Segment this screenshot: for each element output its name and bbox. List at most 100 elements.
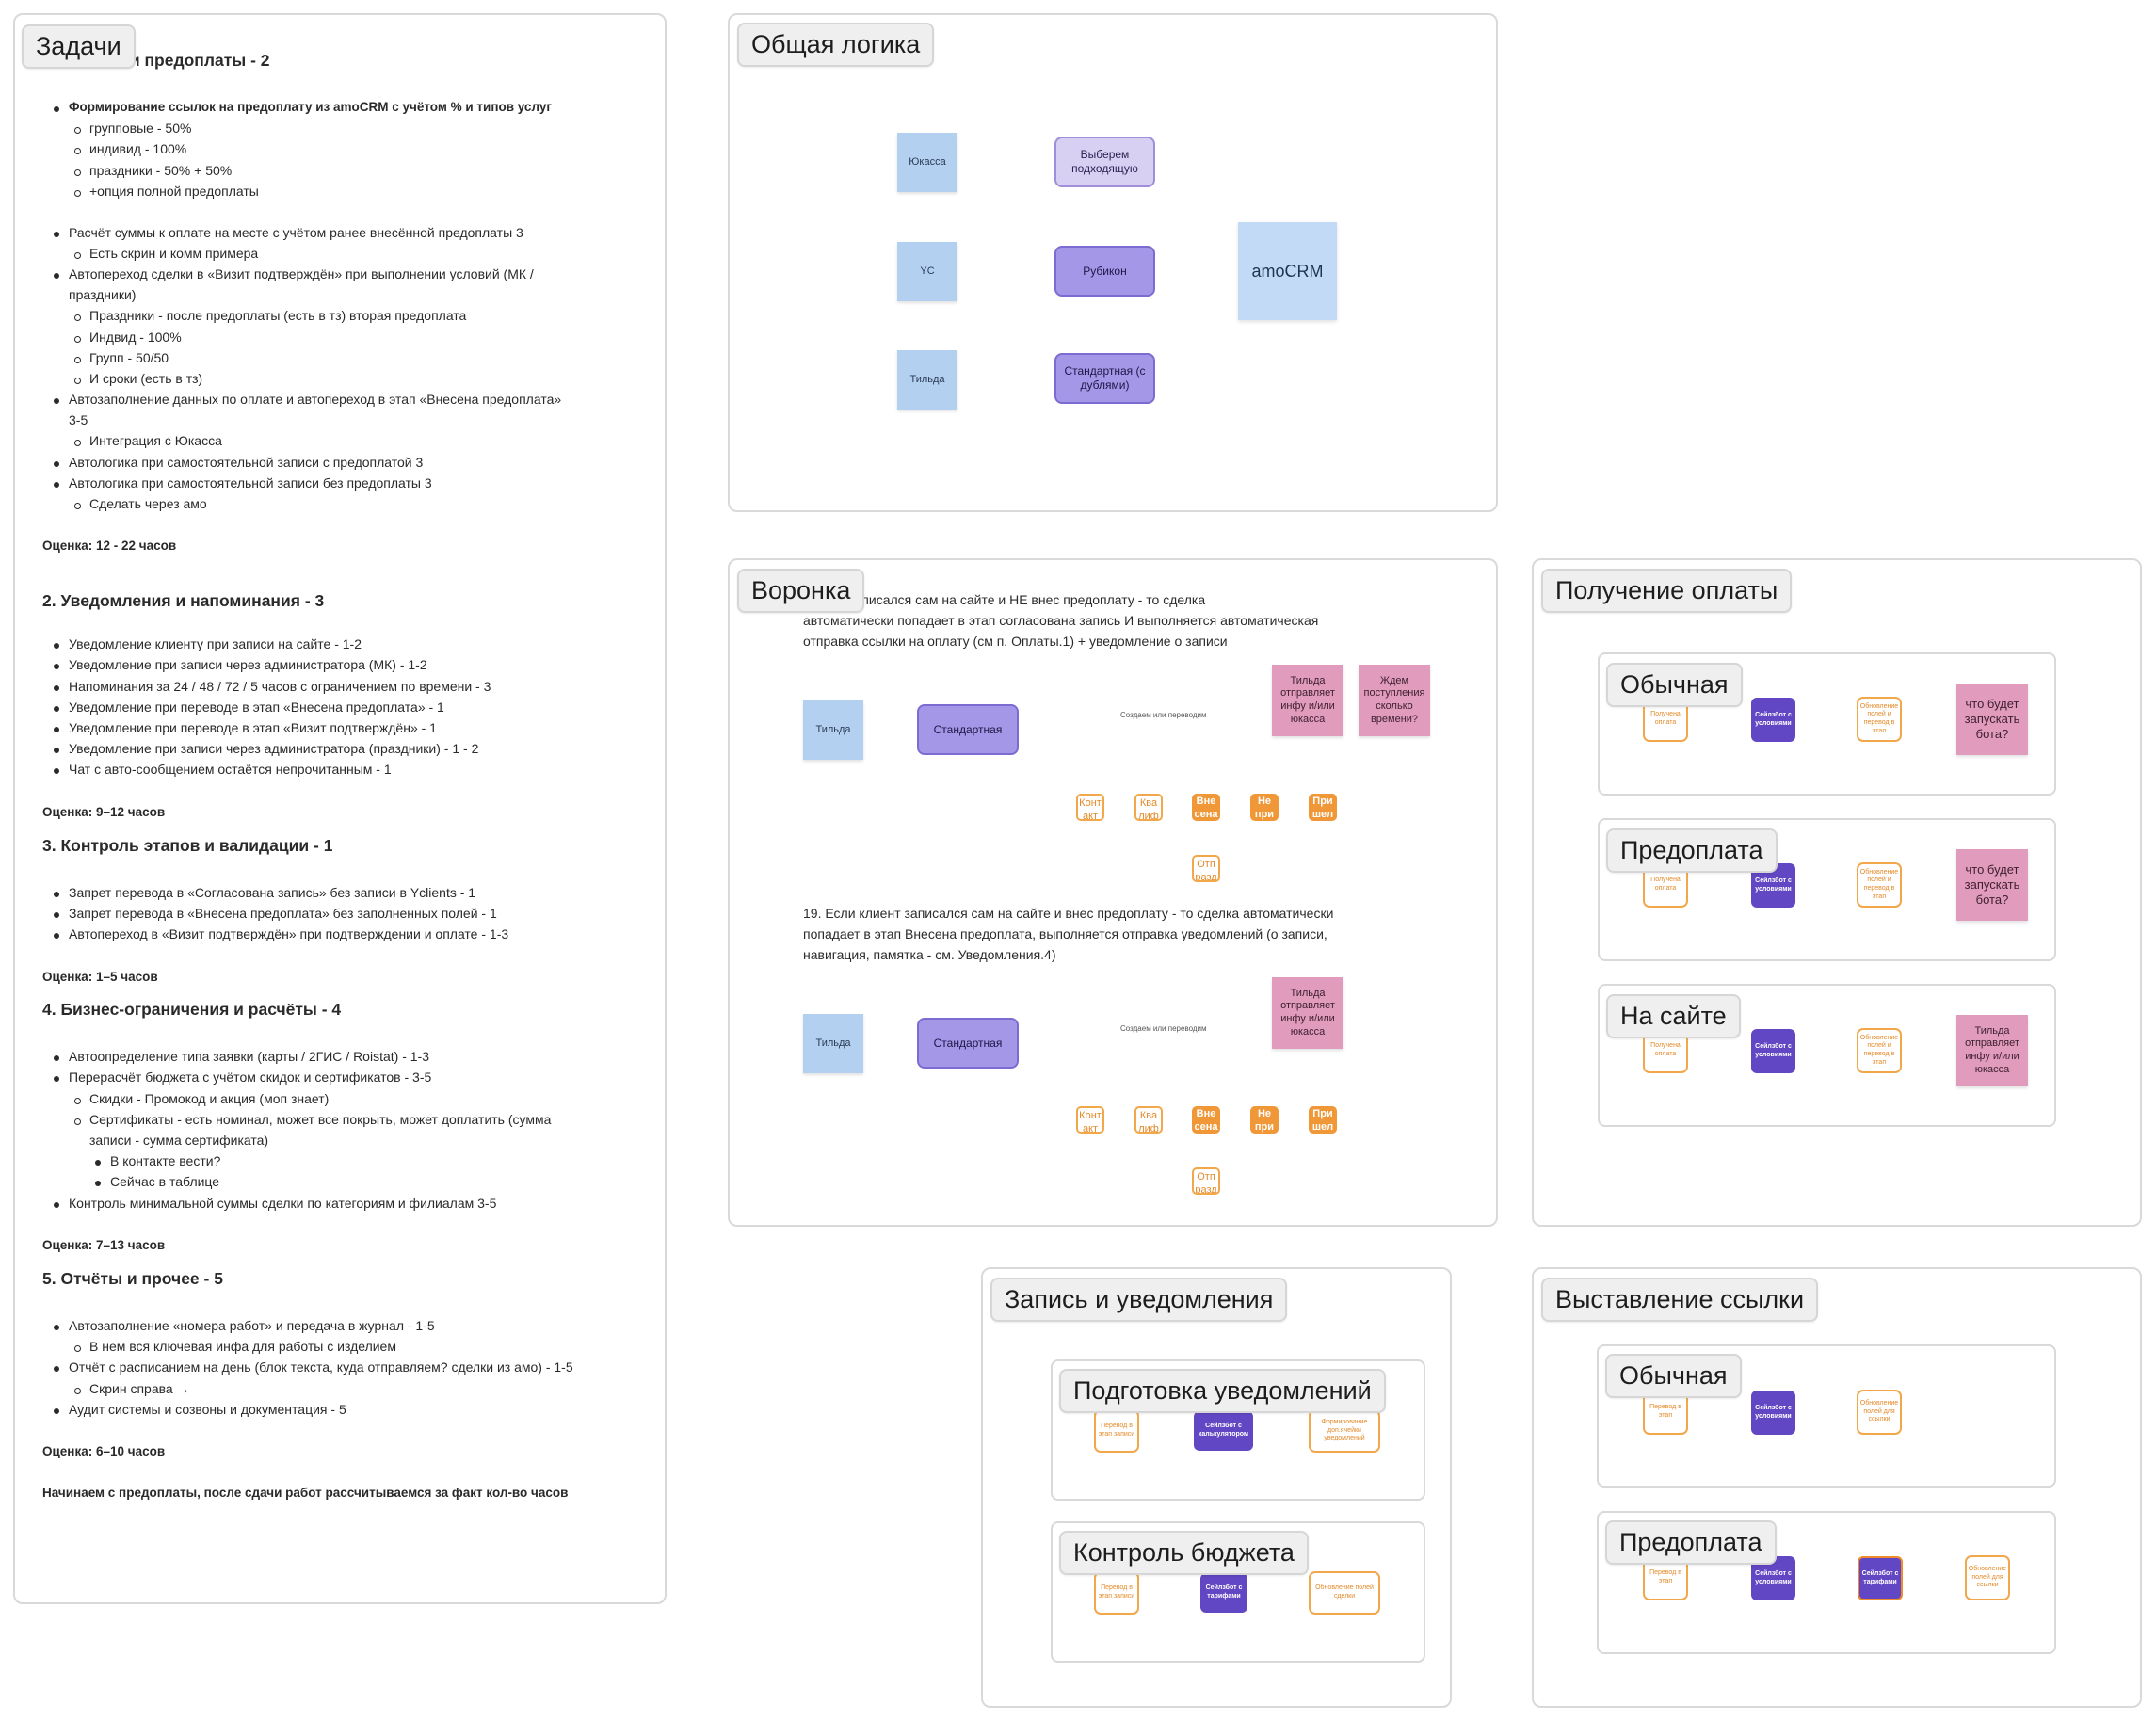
card-title[interactable]: На сайте	[1606, 994, 1741, 1038]
tilda-node[interactable]: Тильда	[897, 350, 957, 410]
frame-title-tasks[interactable]: Задачи	[22, 24, 136, 69]
tilda-node[interactable]: Тильда	[803, 1014, 863, 1073]
list-item: Запрет перевода в «Внесена предоплата» б…	[54, 906, 497, 921]
text-line: клиент записался сам на сайте и НЕ внес …	[803, 592, 1206, 607]
stage-qualified[interactable]: Ква лиф	[1134, 794, 1163, 821]
action-node[interactable]: Обновление полей и перевод в этап	[1857, 862, 1902, 908]
sticky-note[interactable]: Тильда отправляет инфу и/или юкасса	[1272, 665, 1343, 736]
estimate: Оценка: 7–13 часов	[42, 1238, 166, 1252]
salesbot-node[interactable]: Сейлзбот с условиями	[1751, 1029, 1795, 1073]
list-item: В контакте вести?	[94, 1153, 221, 1168]
salesbot-tariff-node[interactable]: Сейлзбот с тарифами	[1858, 1556, 1903, 1600]
stage-prepaid[interactable]: Вне сена	[1192, 1106, 1220, 1134]
list-item: Отчёт с расписанием на день (блок текста…	[54, 1359, 573, 1375]
yc-node[interactable]: YC	[897, 242, 957, 301]
frame-title-link[interactable]: Выставление ссылки	[1541, 1278, 1819, 1322]
stage-came[interactable]: При шел	[1309, 794, 1337, 821]
stage-qualified[interactable]: Ква лиф	[1134, 1106, 1163, 1134]
action-node[interactable]: Обновление полей и перевод в этап	[1857, 697, 1902, 742]
sticky-note[interactable]: Тильда отправляет инфу и/или юкасса	[1272, 977, 1343, 1049]
card-title[interactable]: Обычная	[1605, 1354, 1742, 1398]
stage-no-show[interactable]: Не при	[1250, 794, 1279, 821]
list-item: В нем вся ключевая инфа для работы с изд…	[74, 1339, 396, 1354]
footer-note: Начинаем с предоплаты, после сдачи работ…	[42, 1486, 569, 1500]
edge-label: Создаем или переводим	[1120, 1024, 1207, 1033]
list-item: групповые - 50%	[73, 121, 192, 136]
standard-node[interactable]: Стандартная (с дублями)	[1054, 353, 1155, 404]
trigger-node[interactable]: Перевод в этап записи	[1094, 1409, 1139, 1453]
funnel-text-1: клиент записался сам на сайте и НЕ внес …	[803, 589, 1318, 651]
stage-refused[interactable]: Отп разд	[1192, 1167, 1220, 1195]
list-item: Сейчас в таблице	[94, 1174, 220, 1189]
card-title[interactable]: Предоплата	[1606, 828, 1778, 873]
funnel-text-2: 19. Если клиент записался сам на сайте и…	[803, 903, 1333, 965]
list-item: Перерасчёт бюджета с учётом скидок и сер…	[53, 1070, 432, 1085]
frame-title-payment[interactable]: Получение оплаты	[1541, 569, 1793, 613]
salesbot-node[interactable]: Сейлзбот с условиями	[1751, 698, 1795, 742]
text-line: 19. Если клиент записался сам на сайте и…	[803, 906, 1334, 921]
list-item: Интеграция с Юкасса	[74, 433, 222, 448]
stage-contact[interactable]: Конт акт	[1076, 794, 1104, 821]
list-item: Чат с авто-сообщением остаётся непрочита…	[54, 762, 392, 777]
trigger-node[interactable]: Перевод в этап записи	[1094, 1571, 1139, 1615]
stage-prepaid[interactable]: Вне сена	[1192, 794, 1220, 821]
list-item: +опция полной предоплаты	[74, 184, 259, 199]
salesbot-node[interactable]: Сейлзбот с тарифами	[1200, 1573, 1247, 1613]
card-title[interactable]: Обычная	[1606, 663, 1743, 707]
list-item: Уведомление при записи через администрат…	[53, 741, 479, 756]
ukassa-node[interactable]: Юкасса	[897, 133, 957, 192]
stage-contact[interactable]: Конт акт	[1076, 1106, 1104, 1134]
list-item-continuation: праздники)	[69, 287, 137, 302]
funnel-frame[interactable]	[728, 558, 1498, 1227]
frame-title-notify[interactable]: Запись и уведомления	[990, 1278, 1288, 1322]
list-item: Уведомление клиенту при записи на сайте …	[53, 636, 362, 651]
list-item: Скрин справа →	[74, 1381, 190, 1396]
card-title[interactable]: Предоплата	[1605, 1520, 1777, 1565]
card-title[interactable]: Подготовка уведомлений	[1059, 1369, 1386, 1413]
list-item: Есть скрин и комм примера	[73, 246, 259, 261]
list-item: Уведомление при переводе в этап «Внесена…	[54, 700, 444, 715]
card-title[interactable]: Контроль бюджета	[1059, 1531, 1309, 1575]
list-item: Скидки - Промокод и акция (моп знает)	[73, 1091, 330, 1106]
frame-title-logic[interactable]: Общая логика	[737, 23, 935, 67]
list-item: Групп - 50/50	[73, 350, 169, 365]
list-item: Автозаполнение данных по оплате и автопе…	[53, 392, 562, 407]
text-line: отправка ссылки на оплату (см п. Оплаты.…	[803, 634, 1228, 649]
stage-no-show[interactable]: Не при	[1250, 1106, 1279, 1134]
salesbot-node[interactable]: Сейлзбот с условиями	[1751, 1391, 1795, 1435]
estimate: Оценка: 1–5 часов	[42, 970, 158, 984]
choose-node[interactable]: Выберем подходящую	[1054, 137, 1155, 187]
salesbot-node[interactable]: Сейлзбот с калькулятором	[1194, 1411, 1253, 1451]
action-node[interactable]: Формирование доп.ячейки уведомлений	[1309, 1409, 1380, 1453]
list-item: Напоминания за 24 / 48 / 72 / 5 часов с …	[53, 679, 491, 694]
list-item: Уведомление при записи через администрат…	[54, 657, 427, 672]
standard-pipeline[interactable]: Стандартная	[917, 704, 1019, 755]
text-line: навигация, памятка - см. Уведомления.4)	[803, 947, 1056, 962]
tasks-frame[interactable]	[13, 13, 667, 1604]
list-item: Аудит системы и созвоны и документация -…	[54, 1402, 346, 1417]
sticky-note[interactable]: Тильда отправляет инфу и/или юкасса	[1956, 1015, 2028, 1086]
list-item-continuation: 3-5	[69, 412, 88, 427]
action-node[interactable]: Обновление полей для ссылки	[1857, 1390, 1902, 1435]
amocrm-node[interactable]: amoCRM	[1238, 222, 1337, 320]
list-item: Автоопределение типа заявки (карты / 2ГИ…	[54, 1049, 429, 1064]
list-item: Формирование ссылок на предоплату из amo…	[54, 100, 552, 114]
list-item: Автопереход сделки в «Визит подтверждён»…	[54, 266, 534, 281]
sticky-note[interactable]: Ждем поступления сколько времени?	[1359, 665, 1430, 736]
action-node[interactable]: Обновление полей и перевод в этап	[1857, 1028, 1902, 1073]
frame-title-funnel[interactable]: Воронка	[737, 569, 865, 613]
action-node[interactable]: Обновление полей для ссылки	[1965, 1555, 2010, 1600]
sticky-note[interactable]: что будет запускать бота?	[1956, 684, 2028, 755]
edge-label: Создаем или переводим	[1120, 711, 1207, 719]
rubikon-node[interactable]: Рубикон	[1054, 246, 1155, 297]
list-item: праздники - 50% + 50%	[73, 163, 233, 178]
standard-pipeline[interactable]: Стандартная	[917, 1018, 1019, 1069]
action-node[interactable]: Обновление полей сделки	[1309, 1571, 1380, 1615]
list-item: Сертификаты - есть номинал, может все по…	[73, 1112, 552, 1127]
stage-refused[interactable]: Отп разд	[1192, 855, 1220, 882]
estimate: Оценка: 9–12 часов	[42, 805, 166, 819]
sticky-note[interactable]: что будет запускать бота?	[1956, 849, 2028, 921]
stage-came[interactable]: При шел	[1309, 1106, 1337, 1134]
text-line: автоматически попадает в этап согласован…	[803, 613, 1319, 628]
tilda-node[interactable]: Тильда	[803, 700, 863, 760]
